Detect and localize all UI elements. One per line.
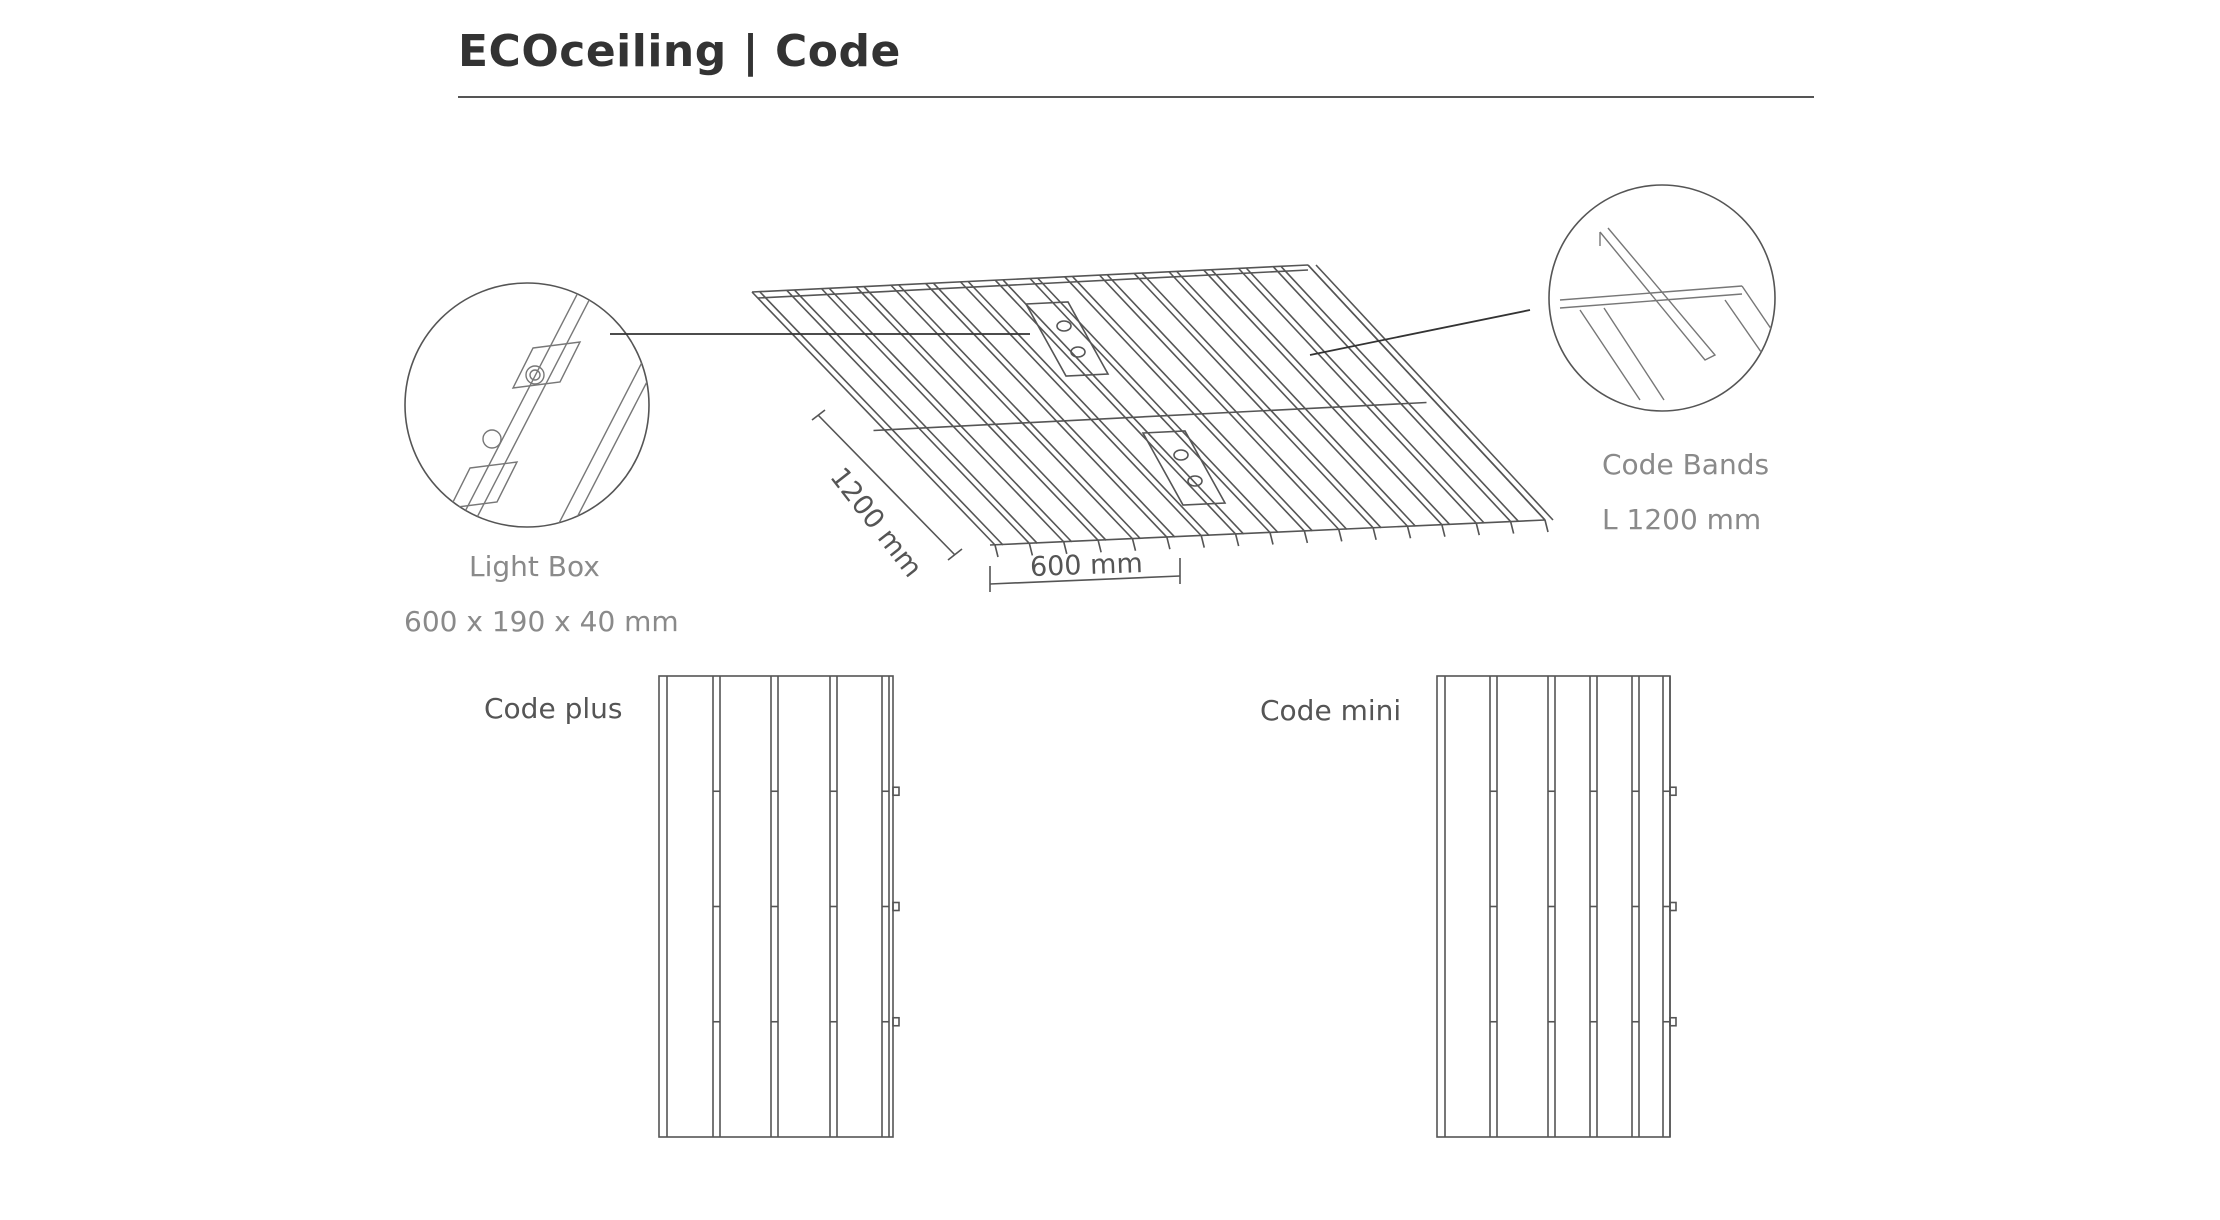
page-title: ECOceiling | Code — [458, 26, 901, 77]
code-plus-label: Code plus — [484, 692, 623, 725]
ceiling-band-edge — [898, 284, 1142, 540]
ceiling-band-end — [1337, 529, 1343, 542]
code-mini-clip — [1669, 786, 1677, 797]
ceiling-band-end — [1303, 530, 1309, 544]
ceiling-band-end — [1441, 524, 1446, 537]
ceiling-band-edge — [1002, 279, 1245, 535]
ceiling-band-edge — [1176, 271, 1417, 527]
ceiling-band — [855, 286, 1099, 541]
ceiling-band-edge — [1315, 264, 1554, 521]
ceiling-light-spot — [1187, 475, 1203, 487]
code-plus-clip — [892, 901, 900, 912]
ceiling-band — [1029, 277, 1271, 534]
ceiling-band-edge — [1280, 266, 1520, 523]
ceiling-band-end — [1509, 521, 1515, 534]
title-divider — [458, 96, 1814, 98]
ceiling-band-end — [1131, 538, 1137, 551]
code-plus-plan-view — [658, 675, 900, 1138]
ceiling-band-edge — [933, 283, 1176, 538]
code-mini-clip — [1669, 1016, 1677, 1027]
ceiling-band-edge — [1141, 272, 1382, 529]
ceiling-band-end — [1475, 522, 1481, 536]
dimension-width-label: 600 mm — [1029, 548, 1144, 583]
ceiling-band — [1307, 264, 1546, 521]
light-box-detail — [404, 282, 650, 528]
ceiling-light-spot — [1070, 346, 1086, 358]
code-plus-clip — [892, 786, 900, 797]
ceiling-band-edge — [863, 286, 1107, 541]
leader-line-code-bands — [1309, 309, 1531, 356]
ceiling-band-edge — [1211, 269, 1451, 526]
ceiling-band — [1098, 274, 1340, 530]
ceiling-band — [959, 281, 1202, 537]
ceiling-band — [1133, 272, 1374, 529]
ceiling-band-edge — [1037, 277, 1279, 534]
ceiling-band-end — [1200, 535, 1206, 548]
ceiling-band-end — [1062, 541, 1068, 555]
ceiling-mid-joint — [873, 401, 1427, 432]
ceiling-isometric-drawing — [751, 264, 1554, 592]
dimension-depth-tick — [811, 409, 826, 421]
ceiling-band — [994, 279, 1237, 535]
ceiling-band-edge — [967, 281, 1210, 537]
code-mini-clip — [1669, 901, 1677, 912]
ceiling-band-end — [1166, 536, 1171, 550]
ceiling-band — [925, 283, 1168, 538]
ceiling-band — [786, 289, 1030, 544]
ceiling-band — [1272, 266, 1512, 523]
code-bands-label: Code Bands — [1602, 448, 1770, 481]
ceiling-band-edge — [1072, 276, 1313, 532]
ceiling-band-end — [1372, 527, 1377, 541]
ceiling-band — [1237, 267, 1477, 524]
ceiling-light-spot — [1056, 320, 1072, 332]
ceiling-light-box — [1024, 301, 1110, 377]
ceiling-band-end — [1234, 533, 1240, 547]
ceiling-band-end — [994, 544, 999, 558]
ceiling-light-box — [1141, 430, 1227, 506]
ceiling-band — [820, 288, 1065, 543]
dimension-depth-tick — [947, 548, 963, 561]
code-bands-length-label: L 1200 mm — [1602, 503, 1762, 536]
code-mini-plan-view — [1436, 675, 1677, 1138]
ceiling-band — [1168, 271, 1409, 527]
ceiling-band-edge — [828, 288, 1073, 543]
code-plus-clip — [892, 1016, 900, 1027]
code-mini-label: Code mini — [1260, 694, 1402, 727]
ceiling-band-edge — [1245, 267, 1485, 524]
ceiling-band-end — [1544, 519, 1549, 533]
ceiling-band — [890, 284, 1134, 540]
ceiling-light-spot — [1173, 449, 1189, 461]
ceiling-band-end — [1028, 543, 1034, 556]
ceiling-band-end — [1269, 532, 1274, 545]
dimension-width-line — [989, 575, 1181, 585]
ceiling-band-end — [1406, 526, 1412, 539]
ceiling-band-edge — [1106, 274, 1348, 530]
ceiling-band-end — [1097, 540, 1102, 553]
ceiling-band — [1203, 269, 1443, 526]
ceiling-band — [1064, 276, 1305, 532]
ceiling-front-edge — [989, 519, 1546, 546]
dimension-depth-line — [817, 414, 956, 556]
light-box-label: Light Box — [469, 550, 600, 583]
ceiling-band-edge — [794, 289, 1038, 544]
light-box-size-label: 600 x 190 x 40 mm — [404, 605, 679, 638]
code-bands-detail — [1548, 184, 1776, 412]
